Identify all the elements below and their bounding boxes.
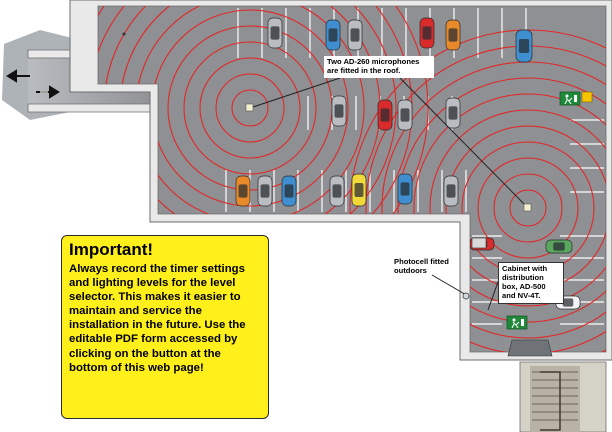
car-icon xyxy=(515,29,533,63)
car-icon xyxy=(235,175,251,207)
car-icon xyxy=(397,99,413,131)
sound-ring xyxy=(183,41,317,175)
important-note: Important! Always record the timer setti… xyxy=(61,235,269,419)
car-icon xyxy=(325,19,341,51)
cabinet-label: Cabinet with distribution box, AD-500 an… xyxy=(498,262,564,304)
car-icon xyxy=(281,175,297,207)
sound-ring xyxy=(231,89,269,127)
car-icon xyxy=(267,17,283,49)
emergency-exit-sign-icon xyxy=(506,315,528,330)
car-icon xyxy=(377,99,393,131)
microphone-icon xyxy=(523,203,532,212)
sound-ring xyxy=(413,93,606,323)
microphone-icon xyxy=(245,103,254,112)
callout-leader-lines xyxy=(249,77,529,311)
wall-lamp-icon xyxy=(581,91,593,103)
ramp-wall-bottom xyxy=(27,103,161,113)
emergency-exit-sign-icon xyxy=(559,91,581,106)
important-body: Always record the timer settings and lig… xyxy=(69,262,246,374)
car-icon xyxy=(419,17,435,49)
photocell-icon xyxy=(462,292,470,300)
stairwell xyxy=(519,361,607,432)
sound-ring xyxy=(493,173,563,243)
sound-ring xyxy=(199,57,301,159)
sound-ring xyxy=(215,73,285,143)
exit-door xyxy=(507,339,553,357)
sound-ring xyxy=(509,189,547,227)
cabinet-icon xyxy=(471,237,487,249)
important-title: Important! xyxy=(69,240,154,259)
car-icon xyxy=(329,175,345,207)
car-icon xyxy=(397,173,413,205)
photocell-label: Photocell fitted outdoors xyxy=(394,257,449,275)
direction-arrow-icon xyxy=(6,69,30,83)
microphones-label: Two AD-260 microphones are fitted in the… xyxy=(324,56,434,78)
car-icon xyxy=(347,19,363,51)
car-icon xyxy=(445,97,461,129)
car-icon xyxy=(445,19,461,51)
car-icon xyxy=(331,95,347,127)
car-icon xyxy=(545,239,573,254)
car-icon xyxy=(257,175,273,207)
car-icon xyxy=(443,175,459,207)
sound-ring xyxy=(429,109,606,307)
sound-ring xyxy=(397,77,606,339)
car-icon xyxy=(351,173,367,207)
sound-ring xyxy=(477,157,579,259)
